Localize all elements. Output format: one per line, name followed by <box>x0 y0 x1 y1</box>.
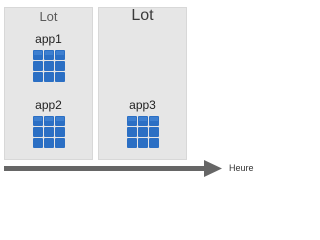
timeline-arrow <box>4 160 222 177</box>
grid-app-icon <box>32 116 65 148</box>
batch-panel-1: Lot app1 <box>4 7 93 160</box>
timeline-label: Heure <box>229 163 254 173</box>
app-label: app2 <box>35 98 62 112</box>
app-label: app1 <box>35 32 62 46</box>
batch-title: Lot <box>131 7 154 24</box>
grid-app-icon <box>32 50 65 82</box>
app-label: app3 <box>129 98 156 112</box>
app-item-app3: app3 <box>99 99 186 148</box>
batch-title: Lot <box>39 9 58 24</box>
grid-app-icon <box>126 116 159 148</box>
batch-diagram: Lot app1 <box>4 7 254 177</box>
app-item-app1: app1 <box>5 33 92 82</box>
app-item-app2: app2 <box>5 99 92 148</box>
batch-panel-2: Lot app3 <box>98 7 187 160</box>
